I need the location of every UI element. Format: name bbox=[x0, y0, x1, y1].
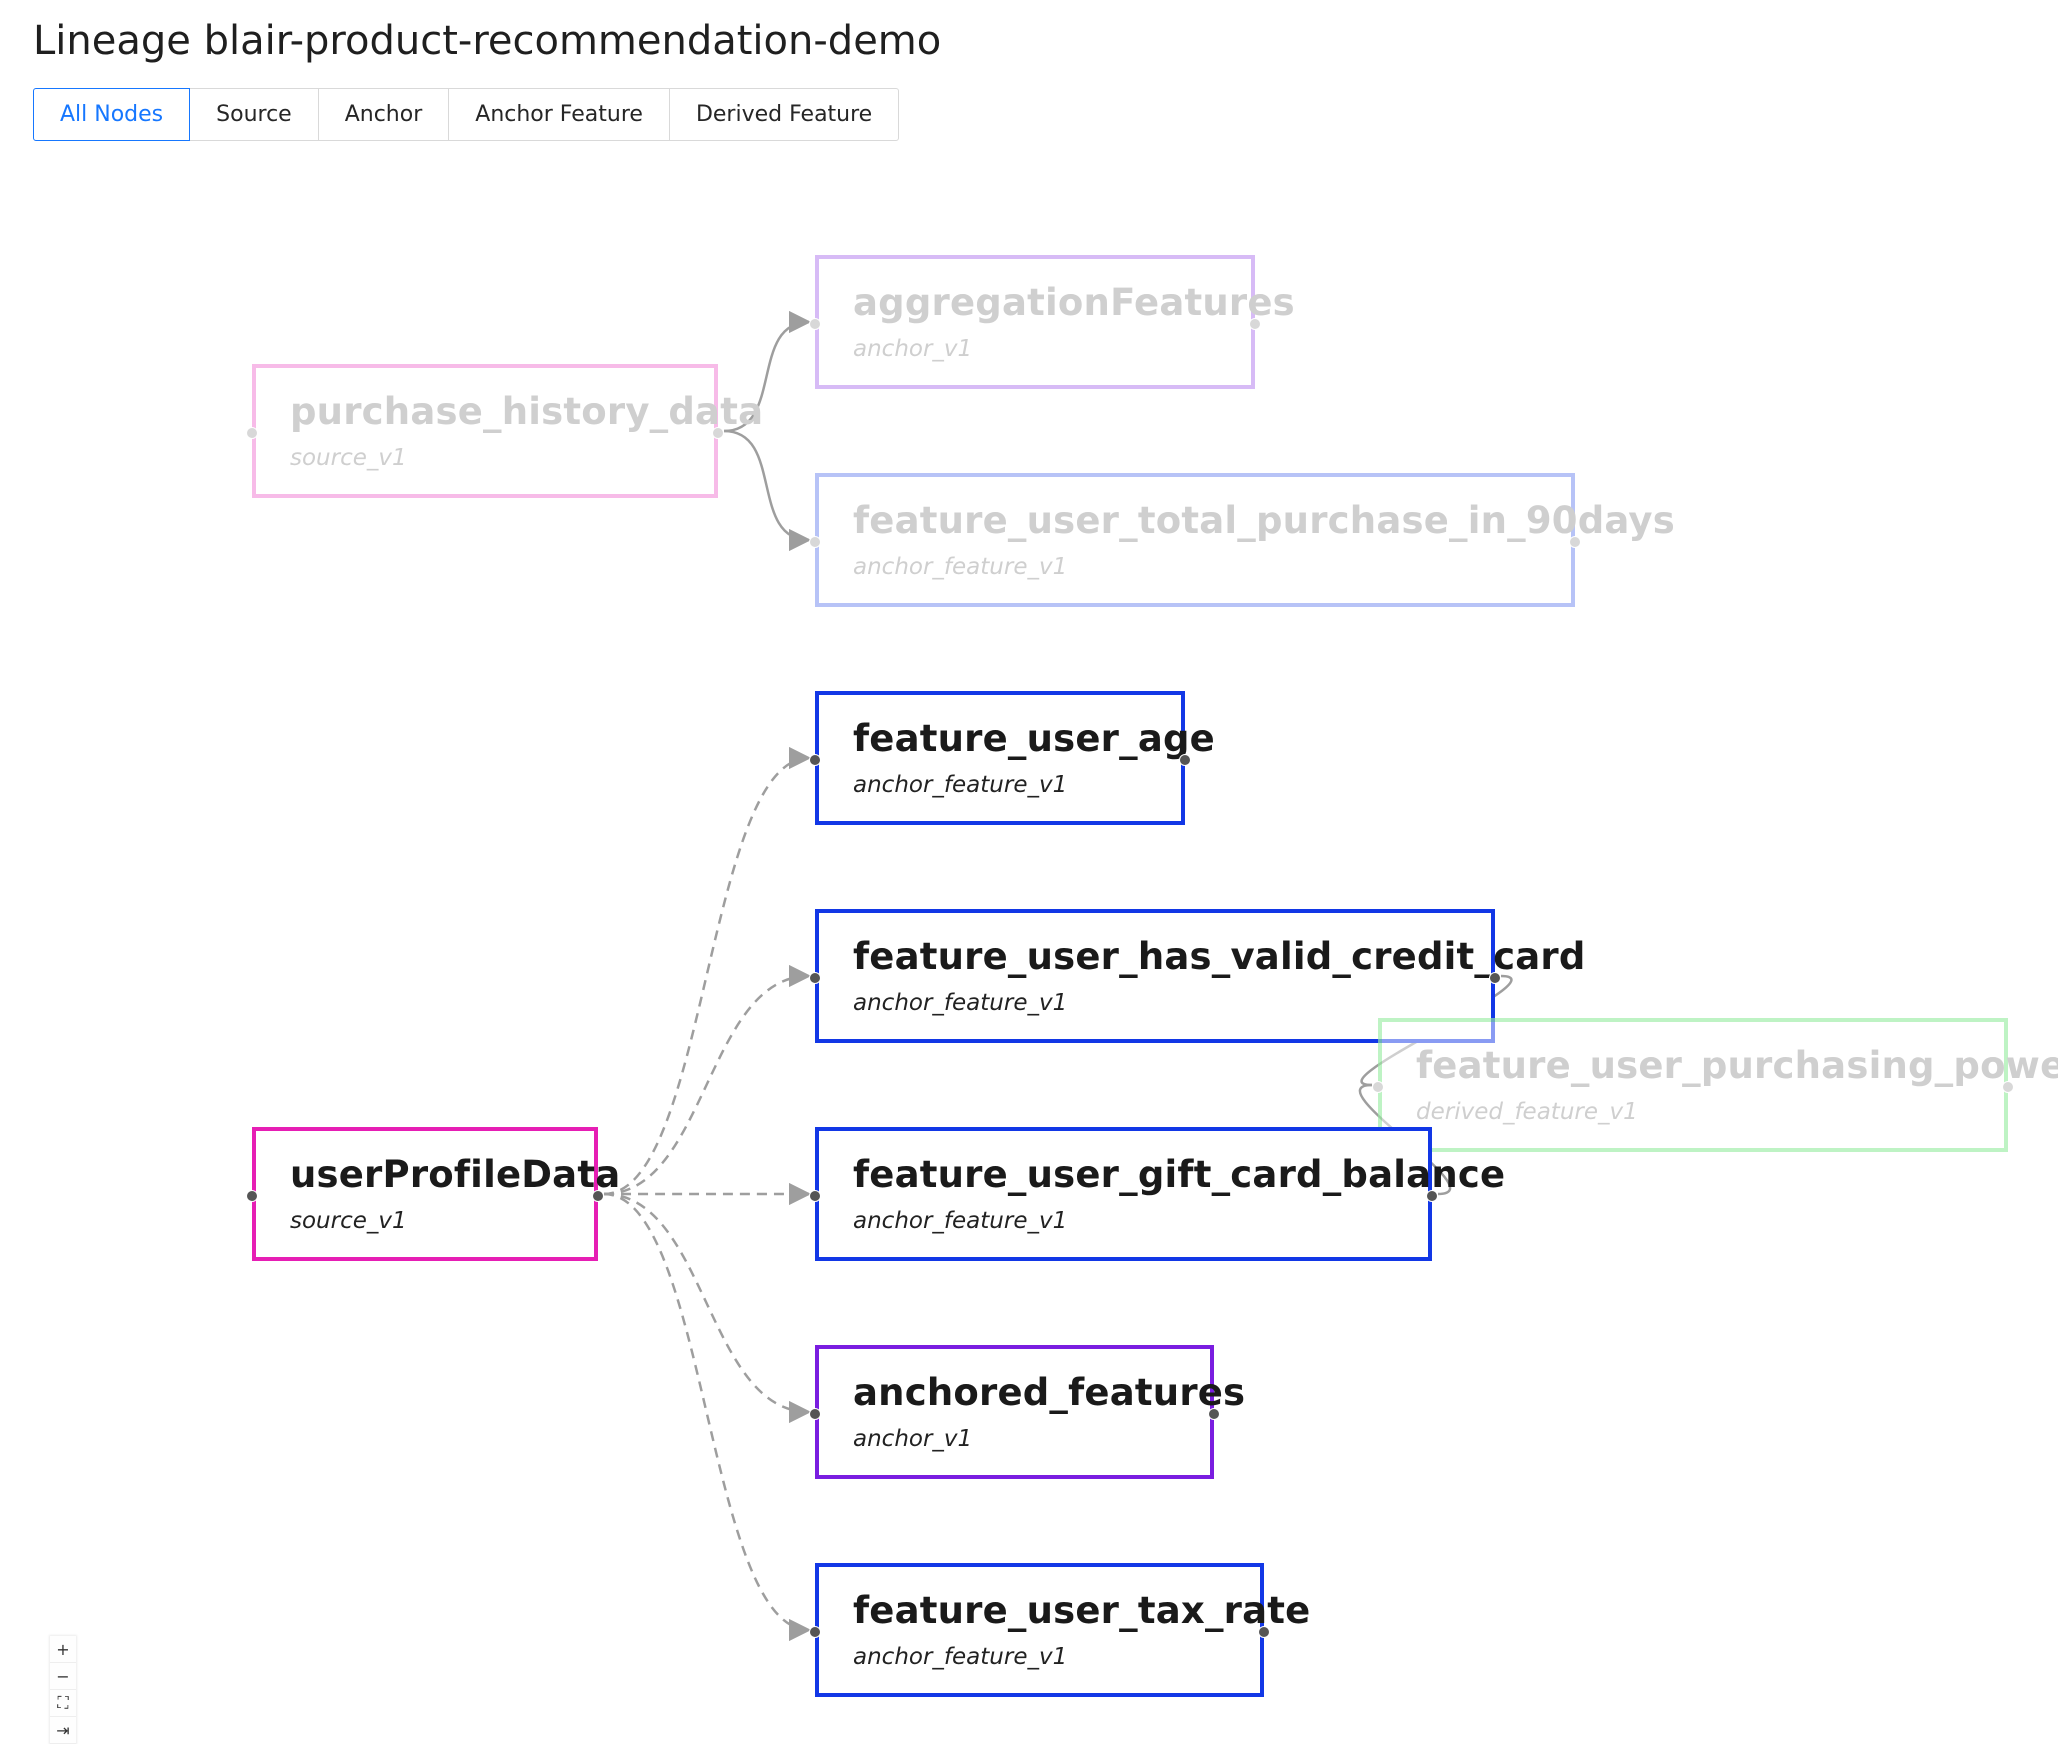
graph-node-purchase-history-data[interactable]: purchase_history_data source_v1 bbox=[246, 364, 764, 498]
graph-node-feature-user-purchasing-power[interactable]: feature_user_purchasing_power derived_fea… bbox=[1372, 1018, 2058, 1152]
node-name: feature_user_purchasing_power bbox=[1416, 1044, 2058, 1087]
output-handle[interactable] bbox=[1426, 1190, 1438, 1202]
input-handle[interactable] bbox=[809, 318, 821, 330]
output-handle[interactable] bbox=[1208, 1408, 1220, 1420]
node-name: feature_user_tax_rate bbox=[853, 1589, 1311, 1632]
output-handle[interactable] bbox=[2002, 1081, 2014, 1093]
node-name: feature_user_has_valid_credit_card bbox=[853, 935, 1586, 978]
edge-userprofiledata-to-feature-user-has-valid-credit-card bbox=[603, 964, 812, 1196]
node-filter-tabs: All Nodes Source Anchor Anchor Feature D… bbox=[33, 88, 900, 141]
node-version: anchor_feature_v1 bbox=[853, 1644, 1068, 1670]
node-name: feature_user_total_purchase_in_90days bbox=[853, 499, 1675, 542]
edge-userprofiledata-to-feature-user-tax-rate bbox=[603, 1192, 812, 1642]
edge-purchase-history-data-to-feature-user-total-purchase-in-90days bbox=[723, 429, 812, 552]
input-handle[interactable] bbox=[1372, 1081, 1384, 1093]
input-handle[interactable] bbox=[809, 754, 821, 766]
fit-view-icon[interactable]: ⛶ bbox=[50, 1690, 76, 1717]
lock-icon[interactable]: ⇥ bbox=[50, 1717, 76, 1744]
node-name: anchored_features bbox=[853, 1371, 1246, 1414]
node-name: userProfileData bbox=[290, 1153, 621, 1196]
output-handle[interactable] bbox=[1489, 972, 1501, 984]
edge-userprofiledata-to-feature-user-age bbox=[603, 746, 812, 1196]
node-name: feature_user_gift_card_balance bbox=[853, 1153, 1506, 1196]
output-handle[interactable] bbox=[1249, 318, 1261, 330]
zoom-out-icon[interactable]: − bbox=[50, 1663, 76, 1690]
input-handle[interactable] bbox=[809, 1626, 821, 1638]
node-version: source_v1 bbox=[290, 1208, 407, 1234]
input-handle[interactable] bbox=[809, 1408, 821, 1420]
node-name: feature_user_age bbox=[853, 717, 1215, 760]
tab-derived-feature[interactable]: Derived Feature bbox=[668, 88, 900, 141]
node-version: anchor_v1 bbox=[853, 1426, 973, 1452]
node-version: anchor_feature_v1 bbox=[853, 554, 1068, 580]
graph-node-feature-user-age[interactable]: feature_user_age anchor_feature_v1 bbox=[809, 691, 1215, 825]
output-handle[interactable] bbox=[592, 1190, 604, 1202]
tab-all-nodes[interactable]: All Nodes bbox=[33, 88, 191, 141]
input-handle[interactable] bbox=[246, 427, 258, 439]
edge-purchase-history-data-to-aggregationfeatures bbox=[723, 310, 812, 433]
graph-node-aggregationfeatures[interactable]: aggregationFeatures anchor_v1 bbox=[809, 255, 1295, 389]
node-version: source_v1 bbox=[290, 445, 407, 471]
zoom-controls: + − ⛶ ⇥ bbox=[50, 1636, 76, 1744]
node-version: anchor_feature_v1 bbox=[853, 990, 1068, 1016]
tab-anchor-feature[interactable]: Anchor Feature bbox=[448, 88, 670, 141]
output-handle[interactable] bbox=[1179, 754, 1191, 766]
input-handle[interactable] bbox=[809, 536, 821, 548]
node-version: anchor_feature_v1 bbox=[853, 1208, 1068, 1234]
graph-node-userprofiledata[interactable]: userProfileData source_v1 bbox=[246, 1127, 621, 1261]
page-title: Lineage blair-product-recommendation-dem… bbox=[33, 18, 942, 64]
graph-node-feature-user-tax-rate[interactable]: feature_user_tax_rate anchor_feature_v1 bbox=[809, 1563, 1311, 1697]
input-handle[interactable] bbox=[809, 1190, 821, 1202]
output-handle[interactable] bbox=[712, 427, 724, 439]
node-version: anchor_v1 bbox=[853, 336, 973, 362]
edge-userprofiledata-to-anchored-features bbox=[603, 1192, 812, 1424]
tab-anchor[interactable]: Anchor bbox=[317, 88, 450, 141]
graph-node-feature-user-gift-card-balance[interactable]: feature_user_gift_card_balance anchor_fea… bbox=[809, 1127, 1506, 1261]
zoom-in-icon[interactable]: + bbox=[50, 1636, 76, 1663]
graph-node-anchored-features[interactable]: anchored_features anchor_v1 bbox=[809, 1345, 1246, 1479]
output-handle[interactable] bbox=[1569, 536, 1581, 548]
node-name: purchase_history_data bbox=[290, 390, 764, 433]
node-version: derived_feature_v1 bbox=[1416, 1099, 1638, 1125]
input-handle[interactable] bbox=[246, 1190, 258, 1202]
input-handle[interactable] bbox=[809, 972, 821, 984]
output-handle[interactable] bbox=[1258, 1626, 1270, 1638]
node-name: aggregationFeatures bbox=[853, 281, 1295, 324]
node-version: anchor_feature_v1 bbox=[853, 772, 1068, 798]
